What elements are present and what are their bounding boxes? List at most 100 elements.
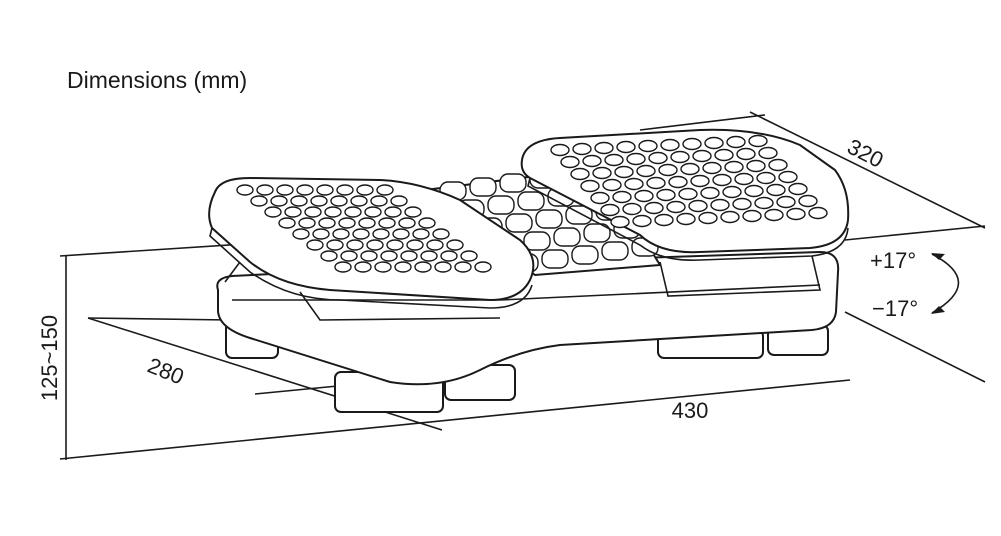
bump bbox=[370, 195, 388, 207]
bump bbox=[284, 206, 302, 218]
width-dimension-line bbox=[59, 379, 851, 460]
depth-right-dimension-line bbox=[749, 111, 986, 229]
bump bbox=[666, 200, 686, 214]
bump bbox=[768, 158, 788, 172]
bump bbox=[600, 203, 620, 217]
bump bbox=[332, 228, 350, 240]
bump bbox=[688, 199, 708, 213]
bump bbox=[610, 215, 630, 229]
bump bbox=[594, 141, 614, 155]
bump bbox=[712, 173, 732, 187]
bump bbox=[360, 250, 378, 262]
diagram-title: Dimensions (mm) bbox=[67, 67, 247, 93]
roller-segment bbox=[523, 231, 551, 251]
bump bbox=[338, 217, 356, 229]
bump bbox=[572, 142, 592, 156]
bump bbox=[296, 184, 314, 196]
bump bbox=[616, 140, 636, 154]
depth-left-label: 280 bbox=[144, 353, 187, 390]
bump bbox=[440, 250, 458, 262]
bump bbox=[634, 189, 654, 203]
bump bbox=[404, 206, 422, 218]
bump bbox=[352, 228, 370, 240]
bump bbox=[646, 176, 666, 190]
bump bbox=[700, 186, 720, 200]
bump bbox=[582, 154, 602, 168]
roller-segment bbox=[541, 249, 569, 269]
roller-segment bbox=[565, 205, 593, 225]
bump bbox=[808, 206, 828, 220]
bump bbox=[350, 195, 368, 207]
bump bbox=[698, 211, 718, 225]
bump bbox=[766, 183, 786, 197]
bump bbox=[270, 195, 288, 207]
bump bbox=[264, 206, 282, 218]
bump bbox=[602, 178, 622, 192]
bump bbox=[292, 228, 310, 240]
bump bbox=[622, 202, 642, 216]
bump bbox=[392, 228, 410, 240]
bump bbox=[654, 213, 674, 227]
bump bbox=[374, 261, 392, 273]
tilt-arrow-icon bbox=[931, 253, 960, 314]
bump bbox=[726, 135, 746, 149]
bump bbox=[330, 195, 348, 207]
bump bbox=[318, 217, 336, 229]
bump bbox=[340, 250, 358, 262]
bump bbox=[560, 155, 580, 169]
bump bbox=[344, 206, 362, 218]
bump bbox=[732, 197, 752, 211]
height-label: 125~150 bbox=[37, 315, 62, 401]
bump bbox=[592, 166, 612, 180]
bump bbox=[394, 261, 412, 273]
bump bbox=[660, 138, 680, 152]
bump bbox=[748, 134, 768, 148]
bump bbox=[412, 228, 430, 240]
bump bbox=[670, 150, 690, 164]
bump bbox=[434, 261, 452, 273]
bump bbox=[390, 195, 408, 207]
bump bbox=[702, 161, 722, 175]
bump bbox=[742, 209, 762, 223]
bump bbox=[590, 191, 610, 205]
bump bbox=[758, 146, 778, 160]
bump bbox=[756, 171, 776, 185]
bump bbox=[324, 206, 342, 218]
bump bbox=[724, 160, 744, 174]
bump bbox=[372, 228, 390, 240]
roller-segment bbox=[469, 177, 497, 197]
bump bbox=[474, 261, 492, 273]
bump bbox=[278, 217, 296, 229]
bump bbox=[316, 184, 334, 196]
bump bbox=[378, 217, 396, 229]
bump bbox=[326, 239, 344, 251]
bump bbox=[632, 214, 652, 228]
tilt-down-label: −17° bbox=[872, 296, 918, 321]
bump bbox=[236, 184, 254, 196]
bump bbox=[680, 162, 700, 176]
bump bbox=[380, 250, 398, 262]
bump bbox=[676, 212, 696, 226]
roller-segment bbox=[553, 227, 581, 247]
roller-segment bbox=[487, 195, 515, 215]
tilt-up-label: +17° bbox=[870, 248, 916, 273]
roller-segment bbox=[601, 241, 629, 261]
bump bbox=[310, 195, 328, 207]
bump bbox=[418, 217, 436, 229]
depth-right-extension-top bbox=[639, 114, 766, 131]
bump bbox=[682, 137, 702, 151]
bump bbox=[614, 165, 634, 179]
bump bbox=[364, 206, 382, 218]
bump bbox=[358, 217, 376, 229]
bump bbox=[414, 261, 432, 273]
depth-right-label: 320 bbox=[843, 134, 887, 173]
bump bbox=[290, 195, 308, 207]
right-pad-edge bbox=[527, 177, 849, 262]
bump bbox=[644, 201, 664, 215]
bump bbox=[336, 184, 354, 196]
bump bbox=[786, 207, 806, 221]
bump bbox=[454, 261, 472, 273]
bump bbox=[570, 167, 590, 181]
bump bbox=[426, 239, 444, 251]
